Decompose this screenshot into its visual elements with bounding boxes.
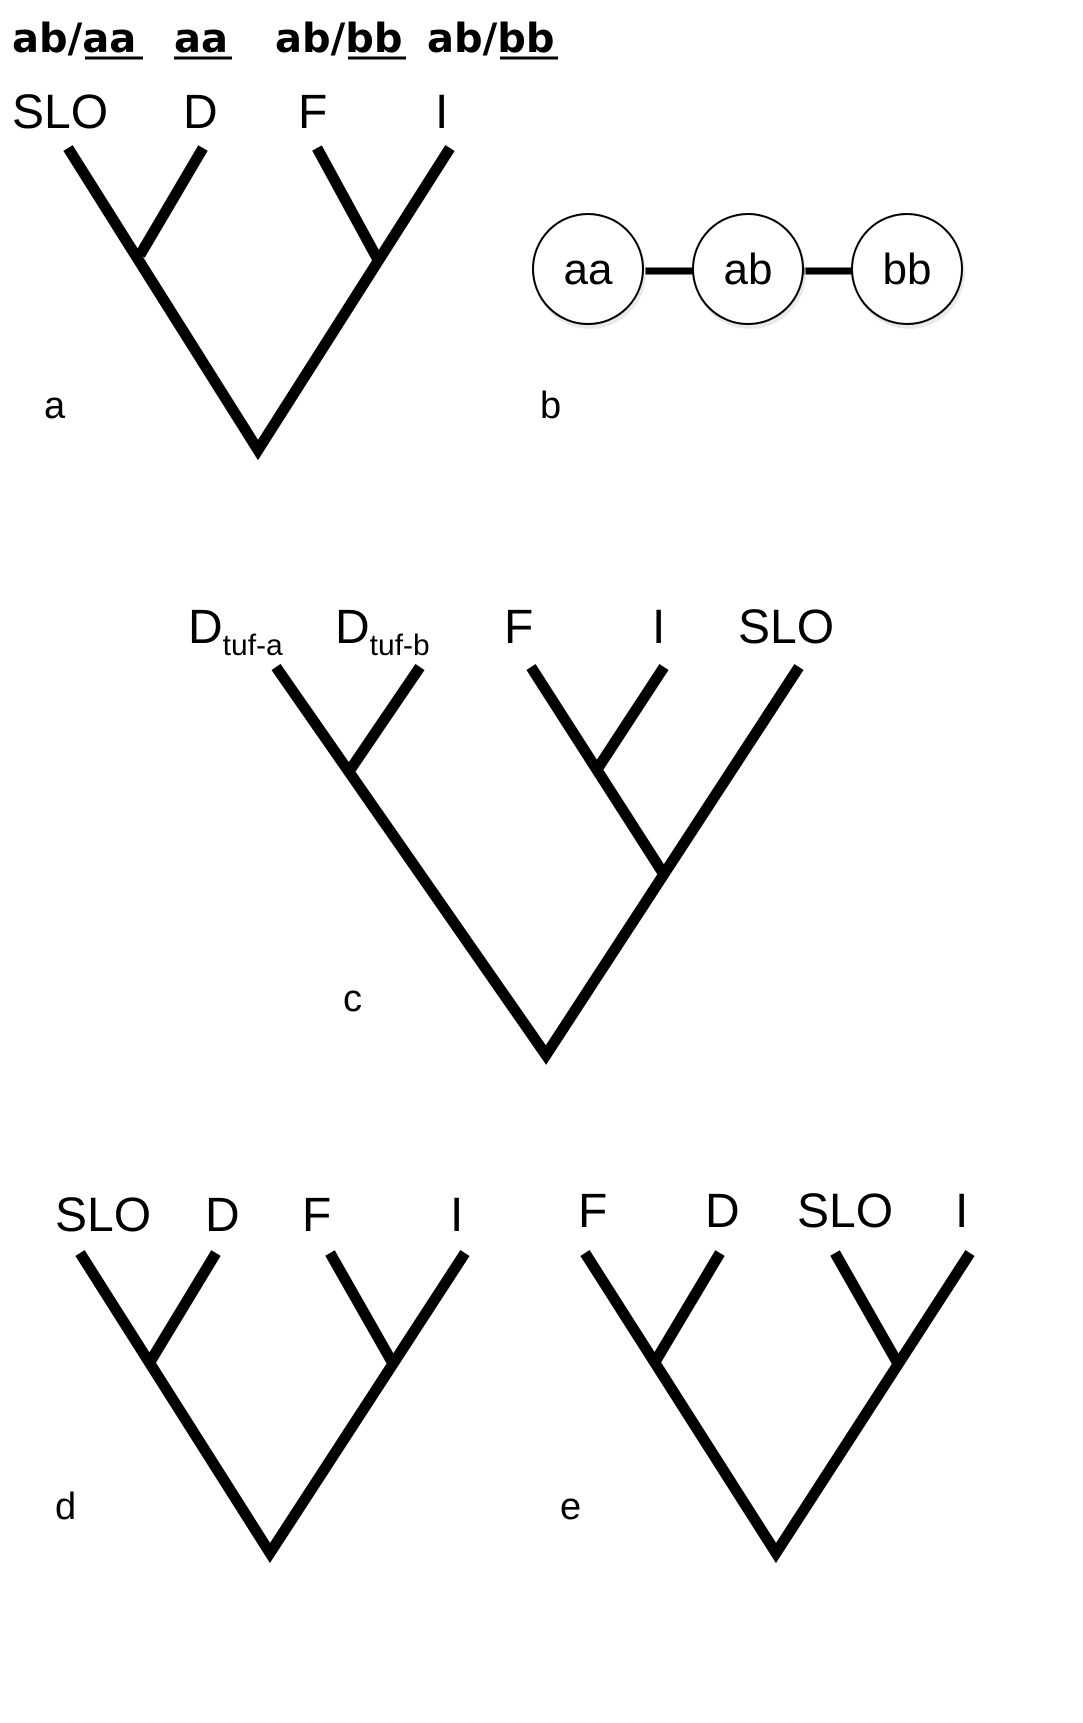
genotype-d: aa [174,16,228,62]
panel-a: ab/aa aa ab/bb ab/bb SLO D F I a [12,16,558,461]
branch-d [650,1250,725,1365]
tip-label-f: F [298,86,327,139]
tip-label-d-tuf-a: Dtuf-a [188,601,283,662]
tree-d-branches [75,1250,470,1564]
branch-root [580,1250,975,1564]
node-bb-label: bb [883,245,932,294]
panel-label-c: c [343,978,362,1020]
branch-d [135,145,208,258]
tip-label-slo: SLO [55,1189,151,1242]
tip-label-slo: SLO [738,601,834,654]
tip-label-slo: SLO [797,1185,893,1238]
branch-i [593,663,669,772]
genotype-slo: ab/aa [12,16,136,62]
tip-label-d-tuf-b: Dtuf-b [335,601,430,662]
panel-label-b: b [540,385,561,427]
tip-label-i: I [435,86,448,139]
node-aa: aa [532,213,646,329]
genotype-i: ab/bb [427,16,555,62]
genotype-row: ab/aa aa ab/bb ab/bb [12,16,558,62]
tree-a-branches [63,145,455,461]
panel-b: aa ab bb b [532,213,965,427]
tip-label-f: F [302,1189,331,1242]
panel-label-d: d [55,1486,76,1528]
branch-root [63,145,455,461]
tip-label-i: I [450,1189,463,1242]
tip-label-d: D [705,1185,740,1238]
node-ab-label: ab [724,245,773,294]
panel-e: F D SLO I e [560,1185,975,1564]
panel-label-e: e [560,1486,581,1528]
branch-f [312,145,382,261]
tree-e-branches [580,1250,975,1564]
tree-c-branches [271,663,804,1065]
branch-d-tuf-b [345,663,425,774]
branch-f [526,664,668,876]
branch-root [271,663,804,1065]
branch-root [75,1250,470,1564]
branch-d [145,1250,221,1365]
node-aa-label: aa [564,245,613,294]
tip-label-i: I [955,1185,968,1238]
panel-c: Dtuf-a Dtuf-b F I SLO c [188,601,834,1065]
genotype-f: ab/bb [275,16,403,62]
panel-d: SLO D F I d [55,1189,470,1564]
node-bb: bb [851,213,965,329]
node-ab: ab [692,213,806,329]
branch-f [325,1250,397,1365]
tip-label-d: D [183,86,218,139]
panel-label-a: a [44,385,66,427]
tip-label-f: F [578,1185,607,1238]
tip-label-i: I [652,601,665,654]
tip-label-f: F [504,601,533,654]
tip-label-d: D [205,1189,240,1242]
tip-label-slo: SLO [12,86,108,139]
branch-slo [830,1250,902,1365]
